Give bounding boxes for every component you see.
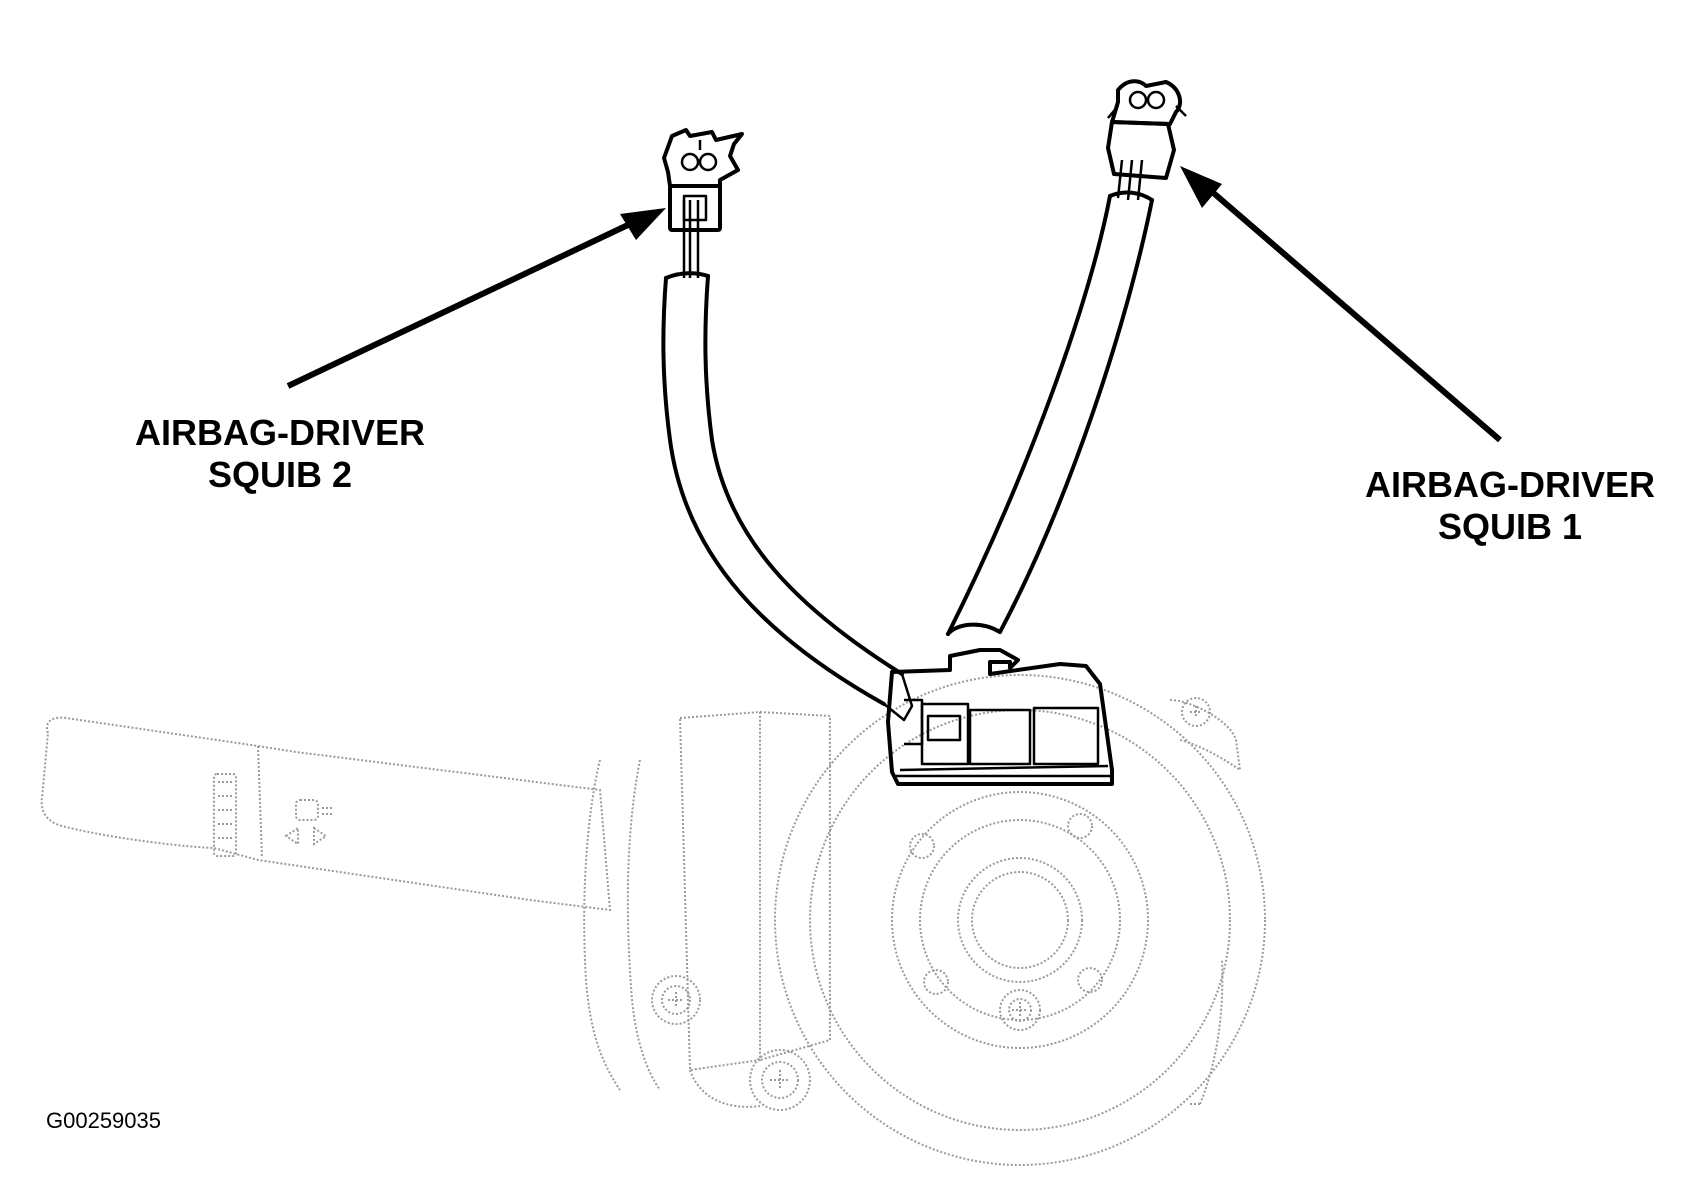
label-squib-1-line2: SQUIB 1 <box>1437 506 1583 547</box>
clockspring-connector <box>886 648 1114 786</box>
label-airbag-driver-squib-2: AIRBAG-DRIVER SQUIB 2 <box>100 412 460 496</box>
harness-squib-2 <box>661 128 914 722</box>
harness-squib-1 <box>946 79 1187 636</box>
arrow-squib-2 <box>286 208 666 389</box>
figure-id: G00259035 <box>46 1108 161 1133</box>
label-squib-2-line2: SQUIB 2 <box>207 454 353 495</box>
clockspring-rotor-ghost <box>774 674 1266 1166</box>
switch-housing-ghost <box>583 710 831 1111</box>
label-airbag-driver-squib-1: AIRBAG-DRIVER SQUIB 1 <box>1330 464 1690 548</box>
arrow-squib-1 <box>1180 166 1502 443</box>
label-squib-2-line1: AIRBAG-DRIVER <box>134 412 425 453</box>
multifunction-switch-ghost <box>40 716 612 912</box>
label-squib-1-line1: AIRBAG-DRIVER <box>1364 464 1655 505</box>
